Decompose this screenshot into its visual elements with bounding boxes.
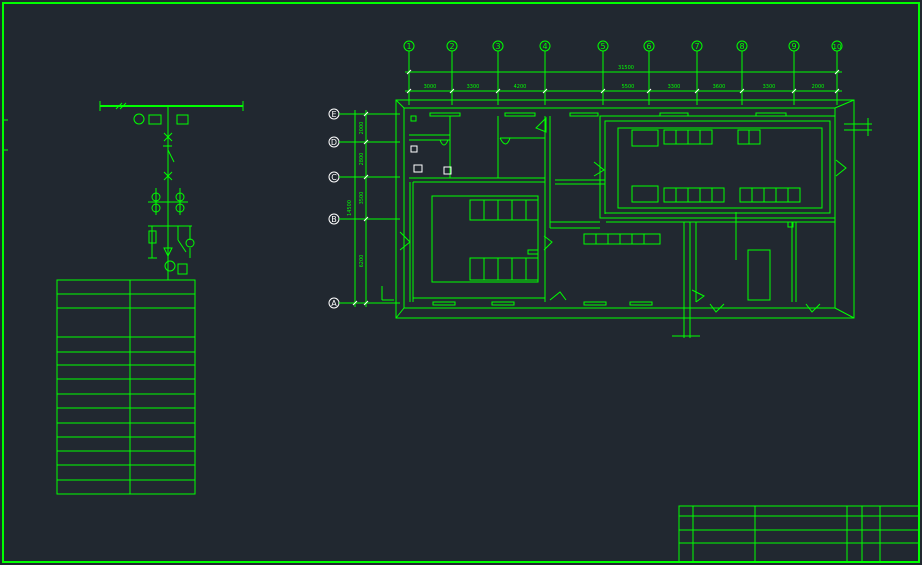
dimension-top: 3300	[668, 84, 681, 90]
svg-text:9: 9	[791, 42, 796, 51]
windows	[429, 112, 787, 306]
dimension-top: 3000	[424, 84, 437, 90]
axis-bubble-E: E	[328, 108, 340, 120]
dimension-total-left: 14500	[347, 200, 353, 216]
interior-walls	[381, 115, 872, 338]
axis-bubble-9: 9	[788, 40, 800, 52]
axis-bubble-2: 2	[446, 40, 458, 52]
svg-text:8: 8	[739, 42, 744, 51]
outer-walls	[395, 99, 855, 319]
svg-text:7: 7	[694, 42, 699, 51]
dimension-left: 2000	[359, 122, 365, 135]
svg-text:6: 6	[646, 42, 651, 51]
axis-bubble-8: 8	[736, 40, 748, 52]
svg-text:E: E	[331, 110, 336, 119]
dimension-top: 4200	[514, 84, 527, 90]
dimension-top: 3600	[713, 84, 726, 90]
svg-text:5: 5	[600, 42, 605, 51]
svg-text:C: C	[331, 173, 337, 182]
svg-text:A: A	[331, 299, 337, 308]
svg-text:1: 1	[406, 42, 411, 51]
axis-bubble-1: 1	[403, 40, 415, 52]
axis-extension-lines-left	[339, 110, 400, 307]
axis-bubble-4: 4	[539, 40, 551, 52]
single-line-diagram	[99, 101, 244, 280]
axis-bubble-10: 10	[831, 40, 843, 52]
dimension-top: 3300	[467, 84, 480, 90]
axis-bubble-D: D	[328, 136, 340, 148]
dimension-left: 6200	[359, 255, 365, 268]
floor-plan: 1 2 3 4 5 6 7 8 9 10	[328, 40, 872, 338]
dimension-left: 3500	[359, 192, 365, 205]
svg-text:3: 3	[495, 42, 500, 51]
switchgear-cabinets	[410, 115, 823, 301]
dimension-ticks	[406, 69, 840, 94]
dimension-total-top: 31500	[618, 65, 634, 71]
dimension-top: 2000	[812, 84, 825, 90]
axis-bubble-3: 3	[492, 40, 504, 52]
axis-bubble-6: 6	[643, 40, 655, 52]
axis-bubble-A: A	[328, 297, 340, 309]
dimension-left: 2800	[359, 153, 365, 166]
dimension-top: 5500	[622, 84, 635, 90]
axis-bubble-C: C	[328, 171, 340, 183]
svg-text:10: 10	[833, 43, 842, 51]
svg-text:4: 4	[542, 42, 547, 51]
svg-text:B: B	[331, 215, 337, 224]
axis-extension-lines	[408, 51, 838, 105]
svg-text:2: 2	[449, 42, 454, 51]
equipment-table	[56, 279, 196, 495]
axis-bubble-5: 5	[597, 40, 609, 52]
doors	[399, 116, 847, 313]
svg-text:D: D	[331, 138, 337, 147]
title-block	[678, 505, 920, 563]
dimension-top: 3300	[763, 84, 776, 90]
axis-bubble-B: B	[328, 213, 340, 225]
axis-bubble-7: 7	[691, 40, 703, 52]
